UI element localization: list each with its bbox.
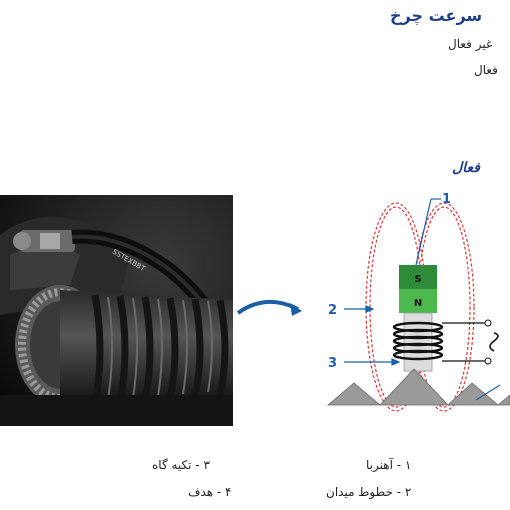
svg-text:N: N — [414, 298, 422, 309]
coil — [392, 321, 444, 361]
page-title: سرعت چرخ — [390, 6, 483, 25]
callout-3: 3 — [328, 356, 337, 371]
magnet-north — [399, 289, 437, 313]
legend-item-target: ۴ - هدف — [188, 485, 232, 499]
active-sensor-diagram: S N — [236, 185, 510, 415]
passive-sensor-line: غیر فعال — [448, 37, 493, 51]
callout-1: 1 — [442, 192, 451, 207]
legend-item-magnet: ۱ - آهنربا — [366, 458, 412, 472]
sensor-photo: SSTEXBBT — [0, 195, 233, 426]
target-teeth — [326, 368, 510, 406]
pointer-arrow — [236, 299, 299, 315]
legend-item-support: ۳ - تکیه گاه — [152, 458, 210, 472]
svg-text:S: S — [414, 274, 421, 285]
section-title: فعال — [452, 160, 480, 176]
magnet-south — [399, 265, 437, 289]
legend-item-field-lines: ۲ - خطوط میدان — [326, 485, 412, 499]
active-sensor-line: فعال — [474, 63, 498, 77]
callout-2: 2 — [328, 303, 337, 318]
